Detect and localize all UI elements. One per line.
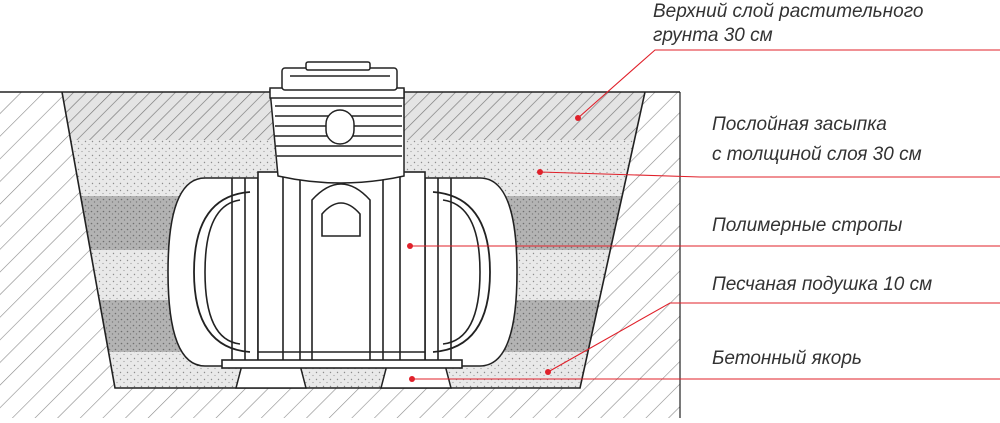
tank-right-lobe [424, 177, 518, 367]
tank-lid [281, 61, 398, 91]
leader-backfill [539, 171, 1000, 178]
leader-lines [410, 49, 1000, 380]
leader-topsoil [577, 49, 1000, 119]
label-topsoil-line1: Верхний слой растительного [653, 1, 924, 22]
label-backfill-line1: Послойная засыпка [712, 114, 887, 135]
label-sand-cushion: Песчаная подушка 10 см [712, 274, 933, 295]
label-topsoil-line2: грунта 30 см [653, 25, 773, 46]
septic-tank [167, 171, 518, 369]
tank-riser [269, 87, 405, 184]
label-straps: Полимерные стропы [712, 215, 903, 236]
leader-points [407, 115, 581, 382]
pit-outline [61, 91, 646, 389]
tank-left-lobe [167, 177, 259, 367]
label-backfill-line2: с толщиной слоя 30 см [712, 144, 922, 165]
leader-sand [547, 302, 1000, 373]
label-concrete-anchor: Бетонный якорь [712, 348, 862, 369]
